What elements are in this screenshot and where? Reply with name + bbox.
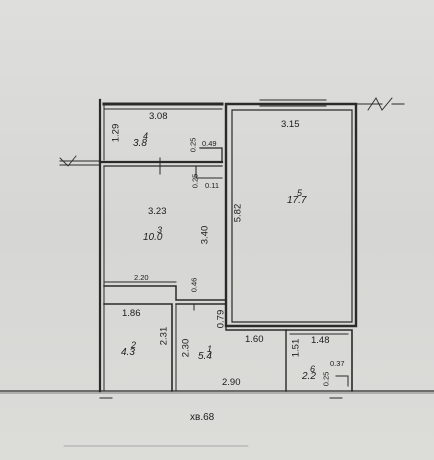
room1-number: 1 [207, 344, 213, 354]
dim-room6-width-a: 1.60 [245, 334, 264, 345]
room6-area: 2.2 [302, 371, 316, 382]
hall-walls [175, 303, 287, 392]
dim-room3-bottom-width: 2.20 [134, 273, 149, 282]
dim-balcony-depth: 1.29 [110, 123, 122, 143]
dim-room3-bottom-step: 0.46 [189, 277, 199, 293]
dim-balcony-step-b: 0.49 [202, 139, 217, 148]
room3-niche [195, 165, 223, 179]
room6-niche [335, 375, 349, 387]
dim-room6-niche-a: 0.37 [330, 359, 345, 368]
room2-area: 4.3 [121, 347, 135, 358]
dim-room2-width: 1.86 [122, 308, 141, 319]
room1-area: 5.4 [198, 351, 212, 362]
room4-area: 3.8 [133, 138, 147, 149]
room4-number: 4 [143, 131, 149, 141]
room5-area: 17.7 [287, 195, 307, 206]
elevation-mark: хв.68 [190, 412, 215, 423]
dim-hall-step: 0.79 [215, 309, 227, 329]
room3-bottom-wall [103, 285, 227, 301]
dim-room5-length: 5.82 [232, 203, 244, 223]
dim-room6-width-b: 1.48 [311, 335, 330, 346]
room6-walls [285, 329, 353, 392]
dim-room3-length: 3.40 [199, 225, 211, 245]
room2-walls [103, 303, 173, 392]
room3-number: 3 [157, 225, 163, 235]
room5-walls [224, 102, 358, 328]
room2-number: 2 [131, 340, 137, 350]
dim-room3-niche-a: 0.25 [190, 173, 200, 189]
dim-balcony-step-a: 0.25 [188, 137, 198, 153]
dim-hall-bottom-width: 2.90 [222, 377, 241, 388]
dim-room3-niche-b: 0.11 [205, 181, 220, 190]
dim-room6-niche-b: 0.25 [321, 371, 331, 387]
dim-room6-length: 1.51 [290, 338, 302, 358]
dim-room2-length: 2.31 [158, 326, 170, 346]
dim-room5-width: 3.15 [281, 119, 300, 130]
room6-number: 6 [310, 364, 316, 374]
dim-room3-width: 3.23 [148, 206, 167, 217]
balcony-step [199, 147, 223, 163]
room3-area: 10.0 [143, 232, 163, 243]
dim-balcony-width: 3.08 [149, 111, 168, 122]
dim-hall-length: 2.30 [180, 338, 192, 358]
room5-number: 5 [297, 188, 303, 198]
